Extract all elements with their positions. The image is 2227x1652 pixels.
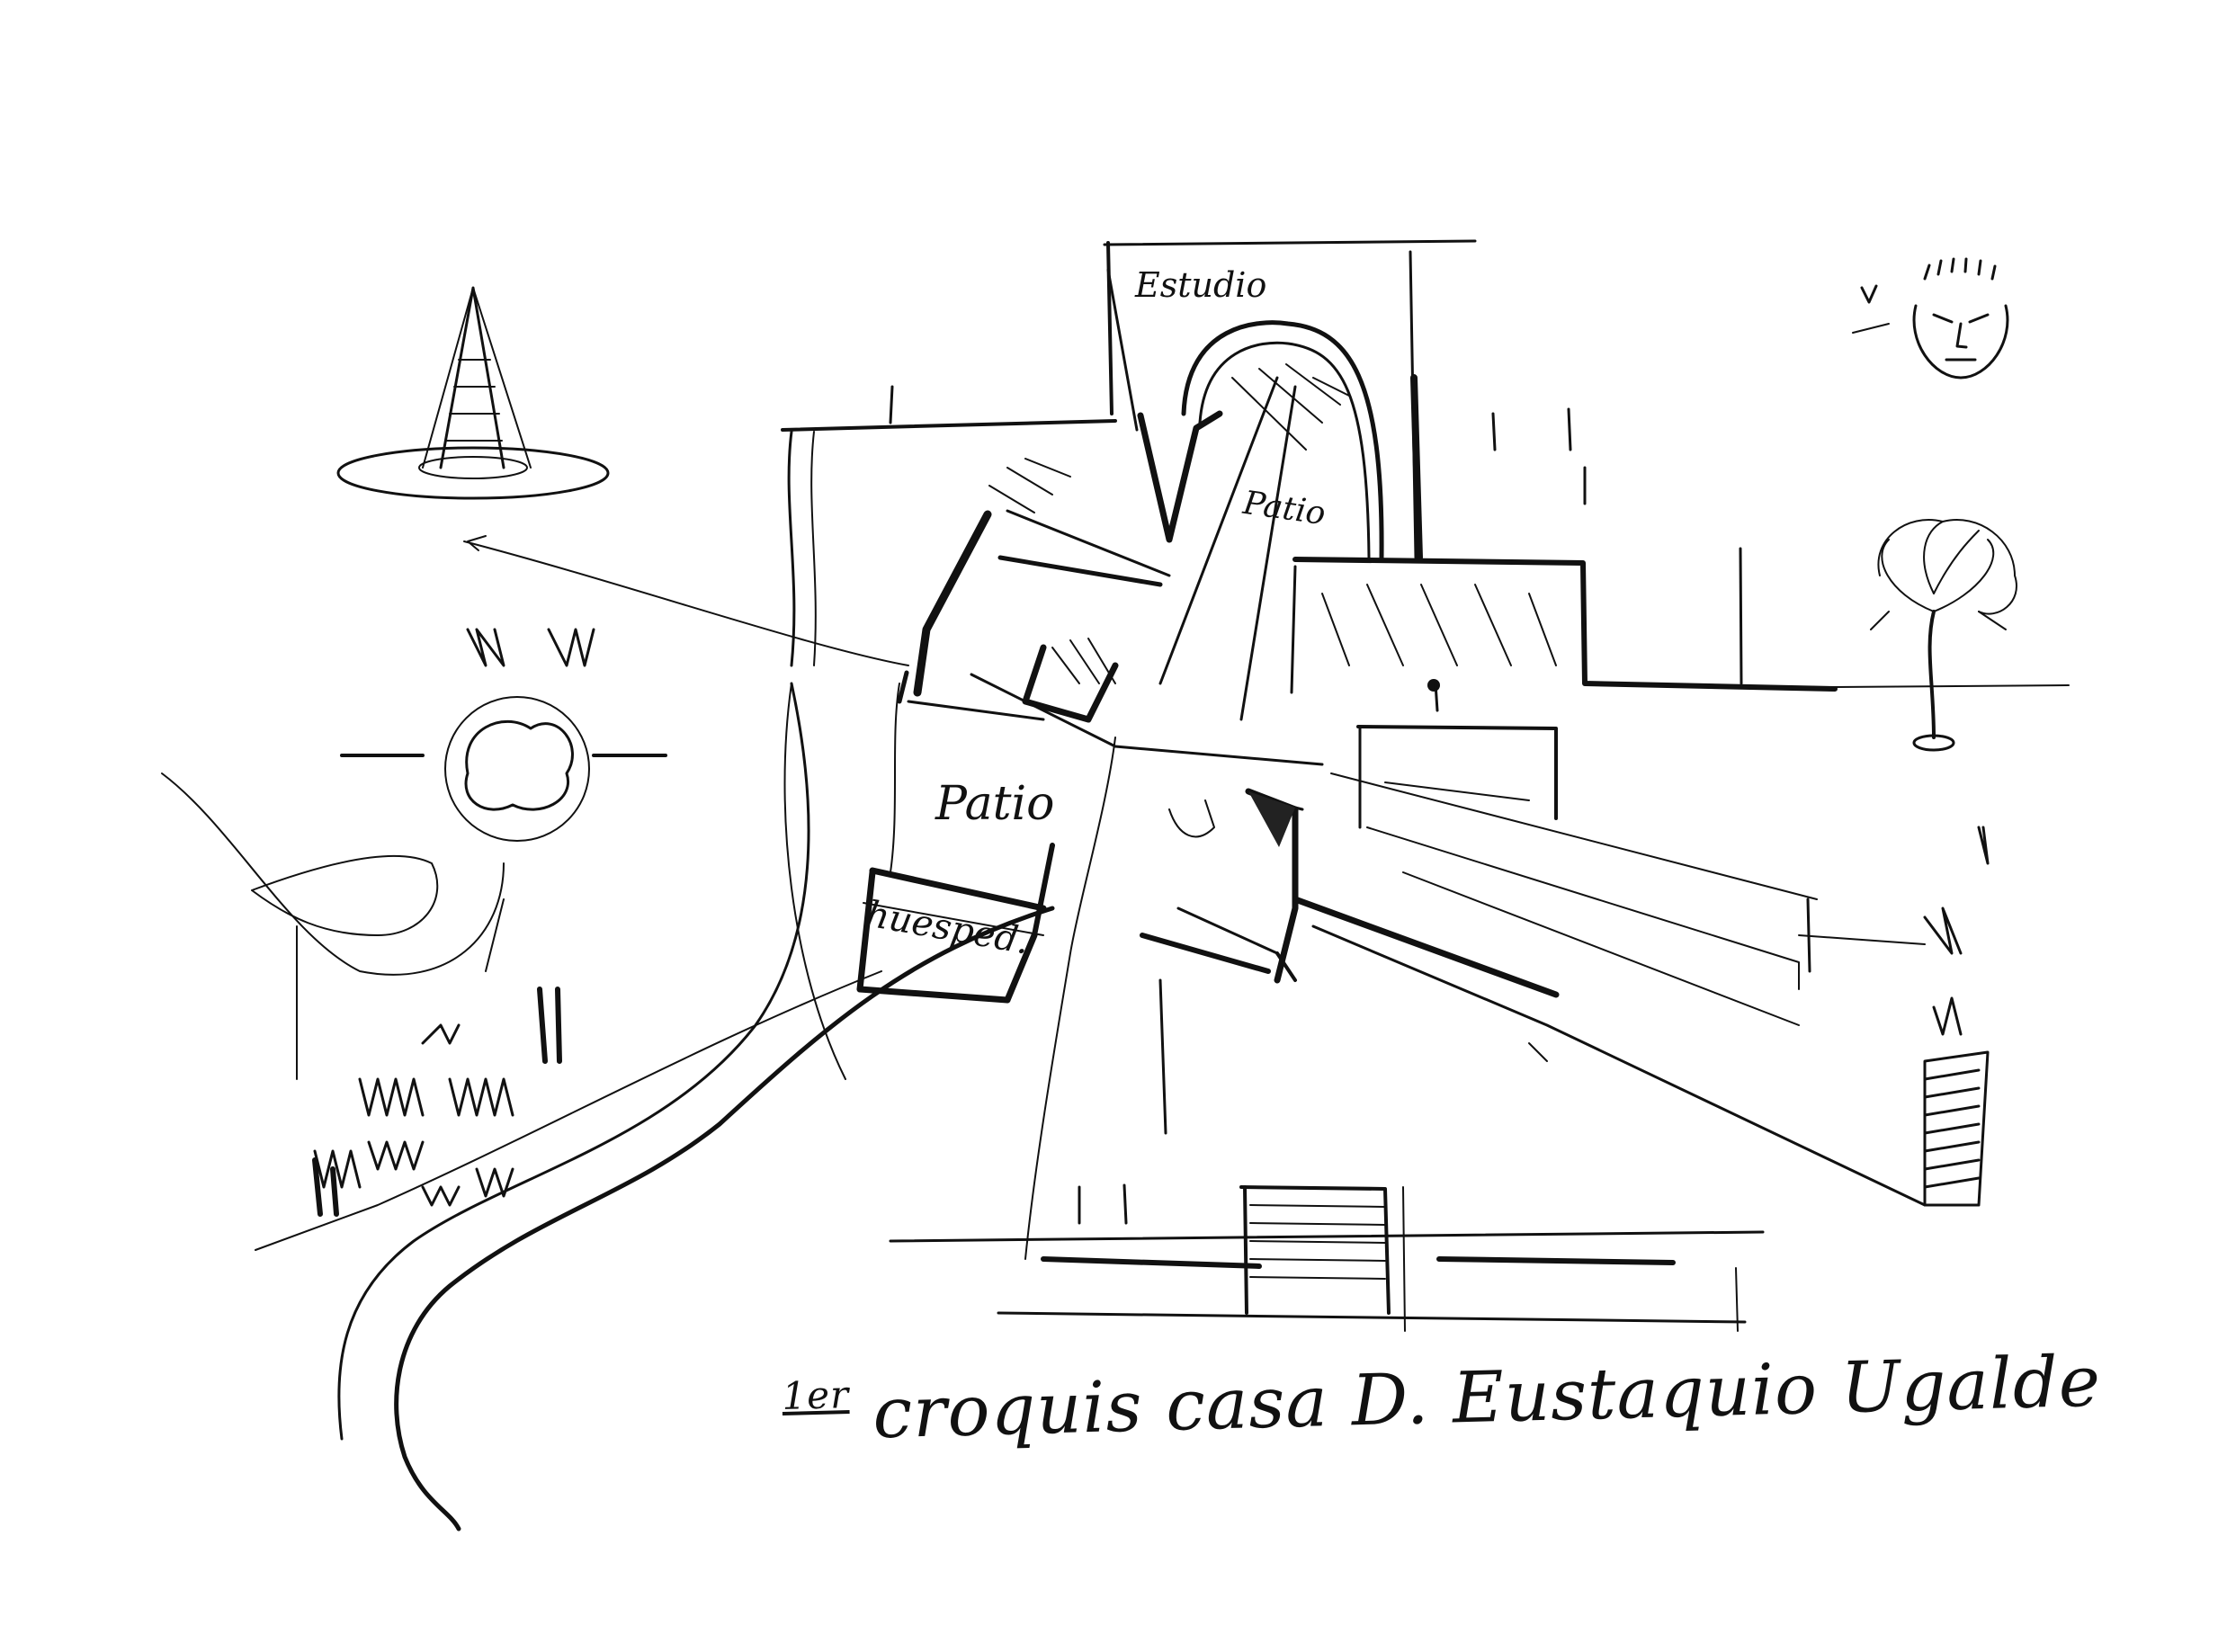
tree-icon — [1870, 519, 2017, 752]
caption-ordinal: 1er — [781, 1372, 850, 1418]
label-patio-main: Patio — [935, 777, 1055, 831]
face-icon — [1852, 257, 2009, 380]
grass-tuft-icon — [312, 628, 1990, 1217]
misc-marks — [1275, 407, 1572, 1062]
right-wing — [1290, 412, 2070, 694]
hatched-block — [1798, 897, 1990, 1207]
estudio-tower — [1103, 239, 1477, 561]
central-walls — [897, 509, 1324, 766]
huesped-room — [856, 843, 1055, 1004]
cone-tree-icon — [336, 286, 610, 500]
shrub-icon — [444, 696, 590, 842]
label-estudio: Estudio — [1135, 265, 1267, 305]
crossing-lines — [255, 535, 909, 1251]
road — [337, 682, 1167, 1531]
arched-patio — [1137, 320, 1384, 721]
left-block — [781, 385, 1117, 667]
patio-block — [890, 683, 1927, 1207]
elevation-sketch — [889, 1183, 1765, 1332]
pond — [161, 754, 667, 1080]
right-lower-volume — [1330, 725, 1818, 1026]
